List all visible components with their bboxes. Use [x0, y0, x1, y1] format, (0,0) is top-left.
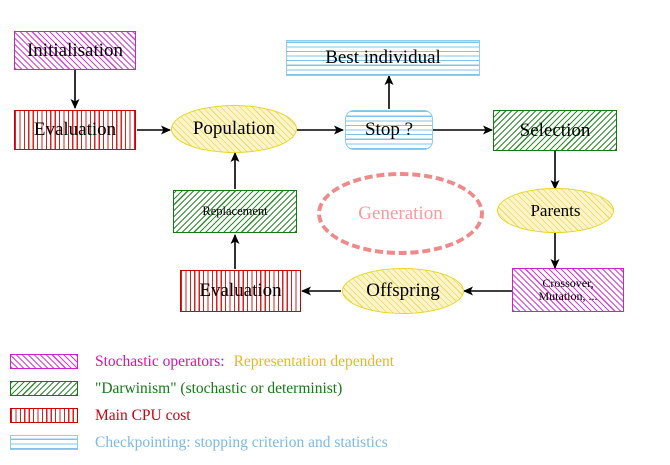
- legend-text-stochastic: Stochastic operators: Representation depe…: [95, 353, 394, 371]
- node-crossover-mutation[interactable]: Crossover, Mutation, ...: [512, 268, 624, 312]
- legend-label-main-cpu-cost: Main CPU cost: [95, 406, 191, 424]
- node-stop[interactable]: Stop ?: [345, 110, 433, 150]
- node-offspring-label: Offspring: [366, 280, 440, 302]
- node-population[interactable]: Population: [171, 105, 297, 153]
- node-population-label: Population: [192, 118, 276, 140]
- node-generation-label: Generation: [358, 202, 443, 224]
- node-best-individual-label: Best individual: [325, 47, 441, 69]
- node-parents-label: Parents: [530, 200, 581, 220]
- node-evaluation-bottom[interactable]: Evaluation: [180, 270, 301, 312]
- node-generation: Generation: [317, 172, 484, 255]
- node-selection-label: Selection: [519, 119, 591, 141]
- red-vertical-hatch-swatch-icon: [10, 408, 78, 423]
- legend-row-main-cpu-cost: Main CPU cost: [10, 402, 660, 429]
- legend-row-stochastic-operators: Stochastic operators: Representation depe…: [10, 348, 660, 375]
- node-offspring[interactable]: Offspring: [342, 268, 464, 314]
- legend-label-representation-dependent: Representation dependent: [233, 352, 395, 370]
- magenta-diagonal-hatch-swatch-icon: [10, 354, 78, 369]
- legend-label-darwinism: "Darwinism" (stochastic or determinist): [95, 379, 343, 397]
- legend-text-cpu: Main CPU cost: [95, 407, 191, 425]
- node-replacement-label: Replacement: [202, 203, 268, 218]
- node-selection[interactable]: Selection: [493, 110, 617, 151]
- legend-row-checkpointing: Checkpointing: stopping criterion and st…: [10, 429, 660, 456]
- node-parents[interactable]: Parents: [497, 188, 614, 233]
- node-initialisation-label: Initialisation: [26, 39, 124, 61]
- node-replacement[interactable]: Replacement: [173, 190, 297, 233]
- node-crossover-label-line1: Crossover,: [542, 276, 594, 291]
- node-evaluation-bottom-label: Evaluation: [199, 280, 282, 302]
- legend-text-darwinism: "Darwinism" (stochastic or determinist): [95, 380, 342, 398]
- node-evaluation-top[interactable]: Evaluation: [14, 110, 136, 150]
- node-crossover-label-line2: Mutation, ...: [538, 289, 598, 303]
- node-evaluation-top-label: Evaluation: [33, 119, 117, 141]
- legend-label-stochastic-operators: Stochastic operators:: [95, 352, 225, 370]
- legend-label-checkpointing: Checkpointing: stopping criterion and st…: [95, 433, 388, 451]
- node-initialisation[interactable]: Initialisation: [14, 31, 136, 70]
- blue-horizontal-hatch-swatch-icon: [10, 435, 78, 450]
- legend-row-darwinism: "Darwinism" (stochastic or determinist): [10, 375, 660, 402]
- legend: Stochastic operators: Representation depe…: [10, 348, 660, 456]
- node-stop-label: Stop ?: [364, 119, 414, 141]
- node-best-individual[interactable]: Best individual: [286, 40, 480, 76]
- green-diagonal-hatch-swatch-icon: [10, 381, 78, 396]
- legend-text-checkpointing: Checkpointing: stopping criterion and st…: [95, 434, 388, 452]
